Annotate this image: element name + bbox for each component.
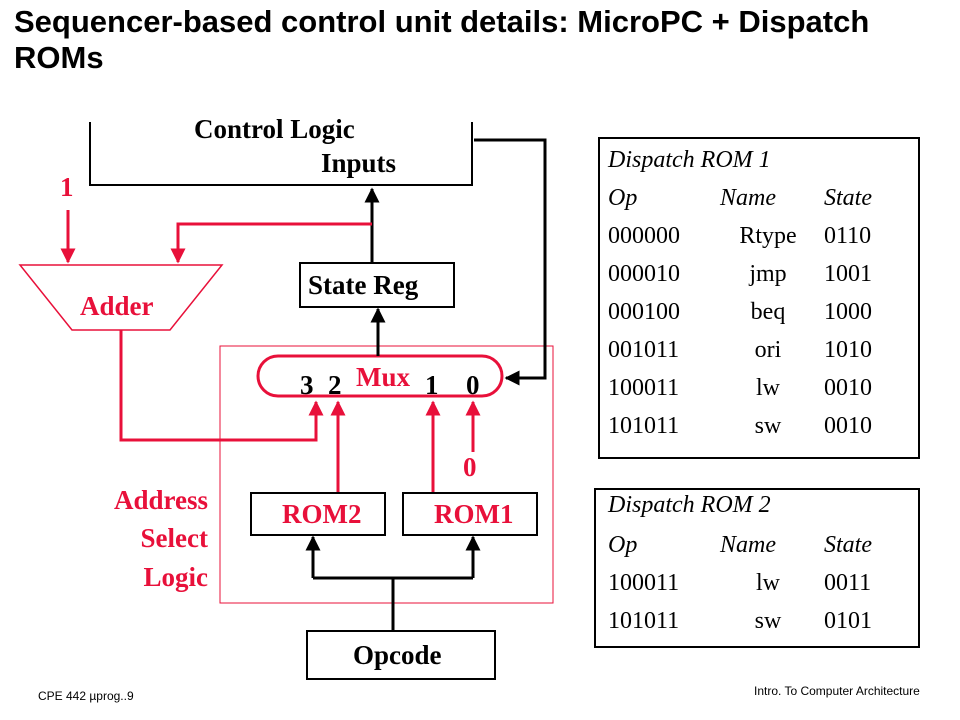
- header-state: State: [824, 185, 872, 211]
- address-select-line-3: Logic: [143, 562, 209, 592]
- cell-name: jmp: [749, 261, 787, 287]
- table-row: 101011 sw 0010: [608, 413, 908, 449]
- cell-state: 0010: [824, 375, 872, 401]
- header-name: Name: [720, 185, 776, 211]
- mux-input-0-label: 0: [466, 370, 480, 400]
- control-logic-label: Control Logic: [194, 114, 355, 144]
- dispatch-rom-2-header: Op Name State: [608, 532, 908, 568]
- cell-name: beq: [750, 299, 786, 325]
- adder-shape: [18, 264, 224, 331]
- footer-right: Intro. To Computer Architecture: [754, 684, 920, 698]
- adder-label: Adder: [80, 291, 154, 321]
- header-op: Op: [608, 185, 638, 211]
- cell-state: 0011: [824, 570, 872, 596]
- cell-name: sw: [754, 608, 782, 634]
- constant-one-label: 1: [60, 172, 74, 202]
- cell-state: 1000: [824, 299, 872, 325]
- state-reg-label: State Reg: [308, 270, 419, 300]
- cell-op: 100011: [608, 570, 680, 596]
- page-title: Sequencer-based control unit details: Mi…: [14, 4, 870, 75]
- cell-state: 1001: [824, 261, 872, 287]
- cell-name: lw: [756, 375, 780, 401]
- mux-input-2-label: 2: [328, 370, 342, 400]
- cell-name: ori: [754, 337, 782, 363]
- table-row: 000000 Rtype 0110: [608, 223, 908, 259]
- opcode-box: Opcode: [306, 630, 496, 680]
- inputs-label: Inputs: [321, 148, 397, 178]
- table-row: 100011 lw 0011: [608, 570, 908, 606]
- cell-op: 001011: [608, 337, 680, 363]
- cell-name: Rtype: [739, 223, 797, 249]
- cell-op: 100011: [608, 375, 680, 401]
- address-select-region: [219, 345, 554, 604]
- rom2-box: ROM2: [250, 492, 386, 536]
- cell-name: lw: [756, 570, 780, 596]
- cell-op: 000000: [608, 223, 680, 249]
- dispatch-rom-2-title: Dispatch ROM 2: [608, 492, 771, 518]
- dispatch-rom-2-table: Dispatch ROM 2 Op Name State 100011 lw 0…: [594, 488, 920, 648]
- rom1-box: ROM1: [402, 492, 538, 536]
- address-select-line-2: Select: [140, 523, 208, 553]
- cell-op: 101011: [608, 413, 680, 439]
- constant-zero-label: 0: [463, 452, 477, 482]
- table-row: 100011 lw 0010: [608, 375, 908, 411]
- dispatch-rom-1-title: Dispatch ROM 1: [608, 147, 771, 173]
- cell-state: 0010: [824, 413, 872, 439]
- cell-op: 000100: [608, 299, 680, 325]
- opcode-label: Opcode: [353, 640, 442, 670]
- address-select-line-1: Address: [113, 485, 208, 515]
- header-state: State: [824, 532, 872, 558]
- rom2-label: ROM2: [282, 499, 362, 529]
- footer-left: CPE 442 µprog..9: [38, 689, 134, 703]
- cell-state: 1010: [824, 337, 872, 363]
- control-logic-box: [89, 122, 473, 186]
- cell-state: 0101: [824, 608, 872, 634]
- rom1-label: ROM1: [434, 499, 514, 529]
- cell-state: 0110: [824, 223, 872, 249]
- cell-op: 101011: [608, 608, 680, 634]
- dispatch-rom-1-header: Op Name State: [608, 185, 908, 221]
- state-reg-box: State Reg: [299, 262, 455, 308]
- mux-label: Mux: [356, 362, 410, 392]
- table-row: 000010 jmp 1001: [608, 261, 908, 297]
- cell-name: sw: [754, 413, 782, 439]
- dispatch-rom-1-table: Dispatch ROM 1 Op Name State 000000 Rtyp…: [598, 137, 920, 459]
- table-row: 101011 sw 0101: [608, 608, 908, 644]
- mux-input-3-label: 3: [300, 370, 314, 400]
- header-name: Name: [720, 532, 776, 558]
- mux-shape: [256, 354, 504, 398]
- header-op: Op: [608, 532, 638, 558]
- cell-op: 000010: [608, 261, 680, 287]
- mux-input-1-label: 1: [425, 370, 439, 400]
- table-row: 000100 beq 1000: [608, 299, 908, 335]
- table-row: 001011 ori 1010: [608, 337, 908, 373]
